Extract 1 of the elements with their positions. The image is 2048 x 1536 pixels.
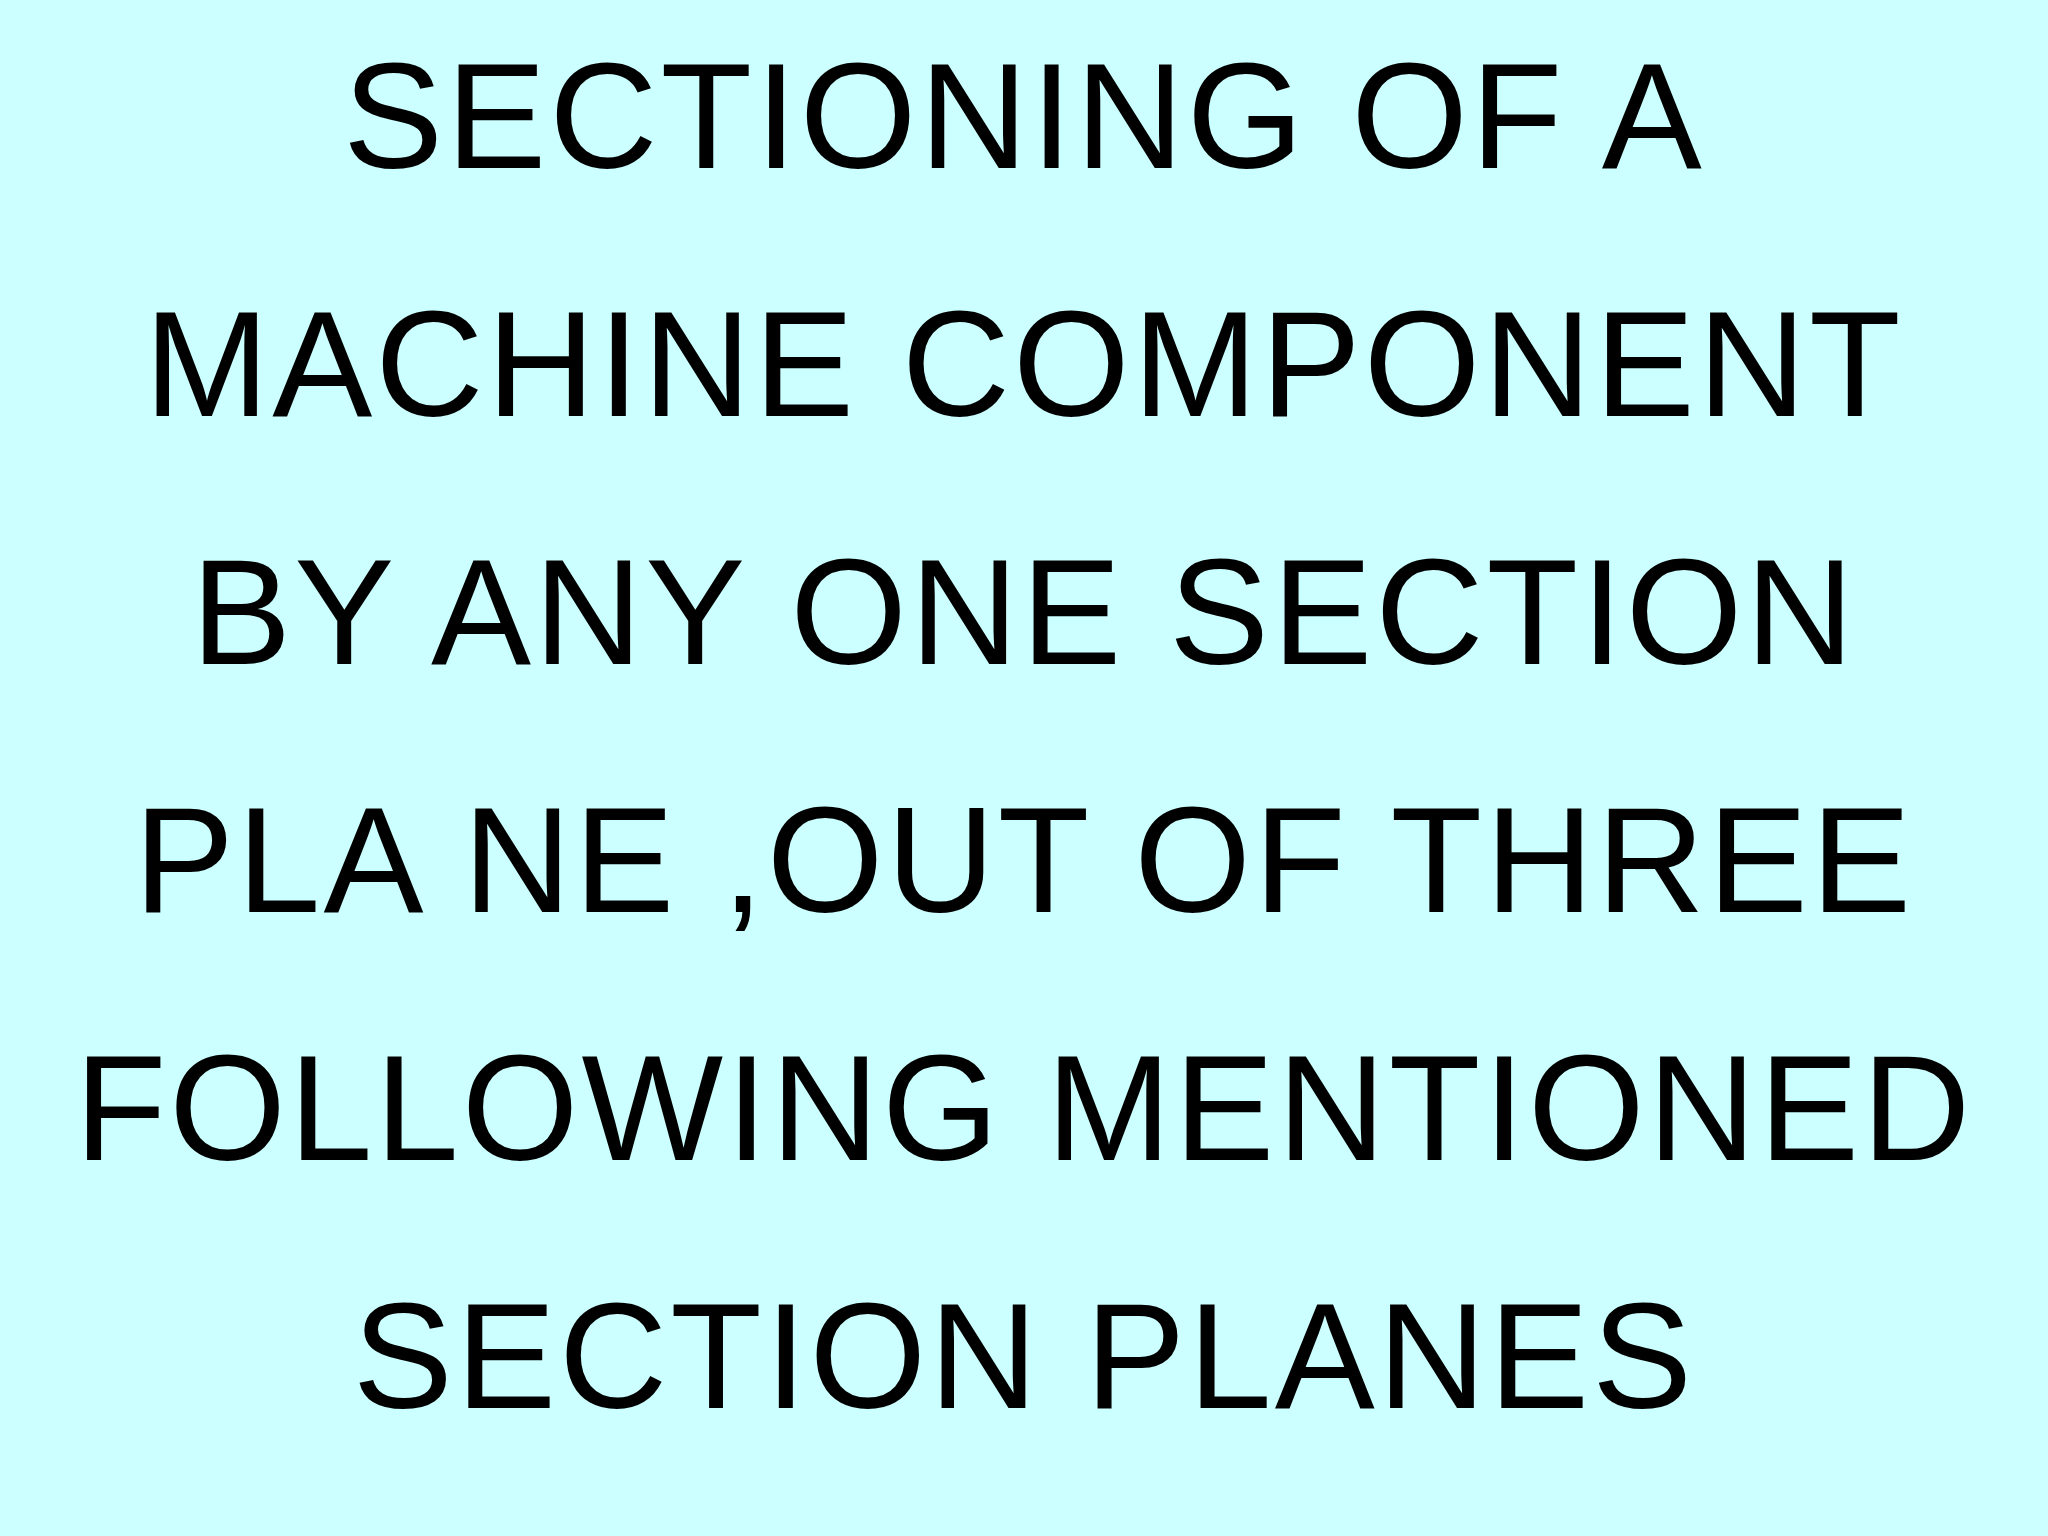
slide-title: SECTIONING OF A MACHINE COMPONENT BY ANY ONE SECTION PLA NE ,OUT OF THREE FOLLOWING MENTIONED SECTION PLANES xyxy=(73,31,1975,1442)
